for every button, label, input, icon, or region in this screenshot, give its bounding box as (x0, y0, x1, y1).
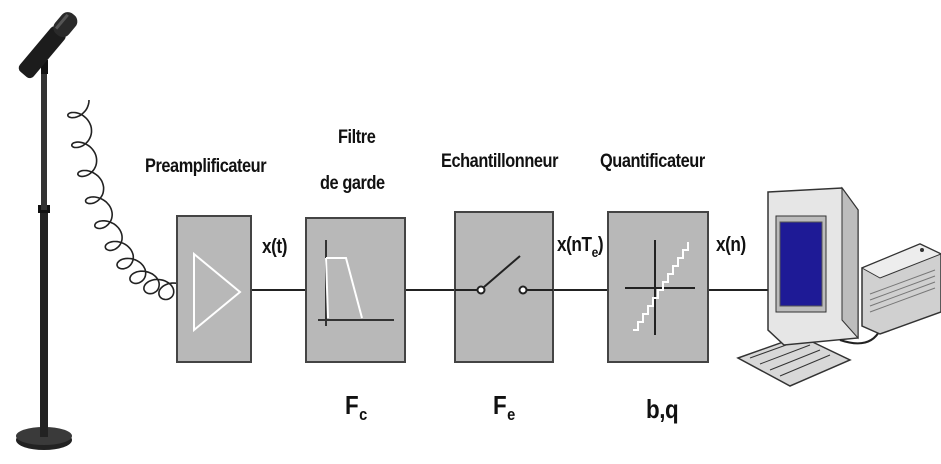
signal-label-xt: x(t) (262, 236, 288, 258)
computer-icon (736, 186, 941, 387)
sampling-frequency-label: Fe (493, 390, 515, 424)
sampler-title: Echantillonneur (441, 151, 559, 172)
quantizer-block (607, 211, 709, 363)
switch-icon (455, 255, 553, 295)
filter-cutoff-label: Fc (345, 390, 367, 424)
sampler-block (454, 211, 554, 363)
microphone-cable (66, 99, 190, 301)
quantizer-title: Quantificateur (600, 151, 705, 172)
preamplifier-title: Preamplificateur (145, 156, 267, 177)
signal-label-xn: x(n) (716, 234, 746, 256)
signal-label-xnte: x(nTe) (557, 234, 604, 260)
staircase-icon (625, 240, 695, 335)
amplifier-triangle-icon (193, 251, 242, 333)
preamplifier-block (176, 215, 252, 363)
anti-alias-filter-block (305, 217, 406, 363)
filter-title-line1: Filtre (338, 127, 376, 148)
microphone-icon (16, 12, 78, 450)
quantizer-params-label: b,q (646, 394, 679, 424)
filter-title-line2: de garde (320, 173, 385, 194)
lowpass-response-icon (318, 240, 394, 326)
